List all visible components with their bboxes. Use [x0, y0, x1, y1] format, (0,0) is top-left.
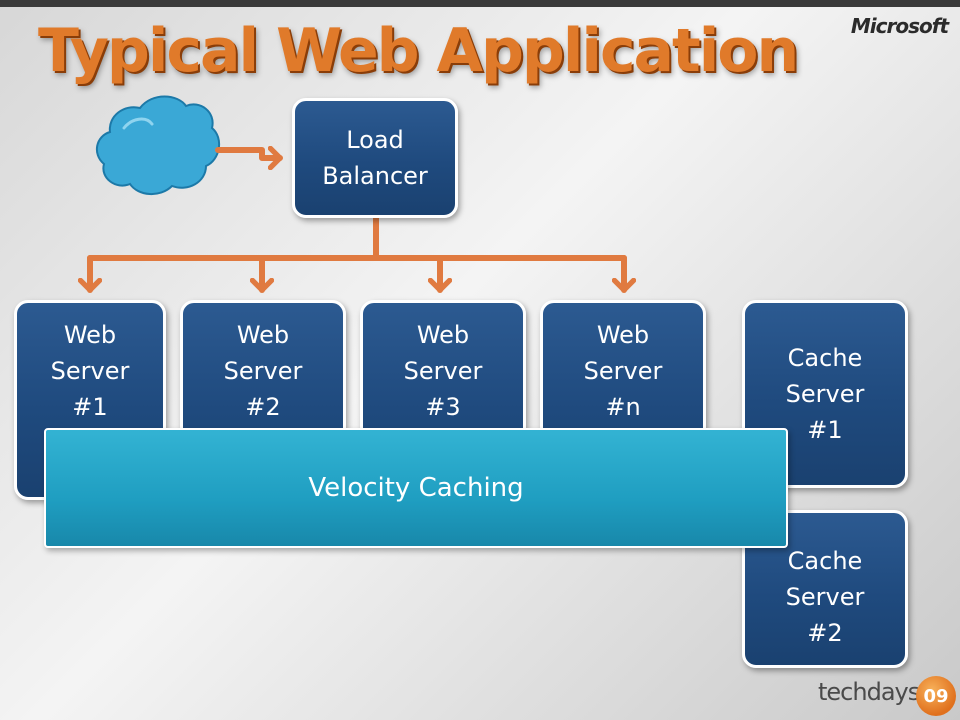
web-server-label-line: #2 — [245, 393, 281, 421]
web-server-label-line: #3 — [425, 393, 461, 421]
web-server-label-line: Server — [583, 357, 663, 385]
load-balancer-label-line-2: Balancer — [322, 162, 428, 190]
web-server-label-line: Server — [223, 357, 303, 385]
microsoft-logo: Microsoft — [850, 14, 949, 38]
web-server-label-line: Server — [403, 357, 483, 385]
cache-server-label-line: #1 — [807, 416, 843, 444]
cloud-to-balancer-arrow — [215, 150, 283, 158]
top-bar — [0, 0, 960, 7]
techdays-badge: 09 — [916, 676, 956, 716]
cloud-icon — [95, 95, 221, 195]
slide-title: Typical Web Application — [38, 16, 799, 86]
load-balancer-label-line-1: Load — [346, 126, 404, 154]
techdays-logo: techdays — [818, 678, 920, 706]
web-server-label-line: #n — [605, 393, 641, 421]
web-server-label-line: #1 — [72, 393, 108, 421]
cache-server-label-line: Cache — [787, 547, 863, 575]
web-server-label-line: Web — [596, 321, 650, 349]
cache-server-label-line: Cache — [787, 344, 863, 372]
cache-server-label-line: #2 — [807, 619, 843, 647]
cache-server-label-line: Server — [785, 380, 865, 408]
web-server-label-line: Web — [236, 321, 290, 349]
cache-server-label-line: Server — [785, 583, 865, 611]
load-balancer-box: Load Balancer — [292, 98, 458, 218]
velocity-caching-layer: Velocity Caching — [44, 428, 788, 548]
web-server-label-line: Server — [50, 357, 130, 385]
web-server-label-line: Web — [416, 321, 470, 349]
web-server-label-line: Web — [63, 321, 117, 349]
